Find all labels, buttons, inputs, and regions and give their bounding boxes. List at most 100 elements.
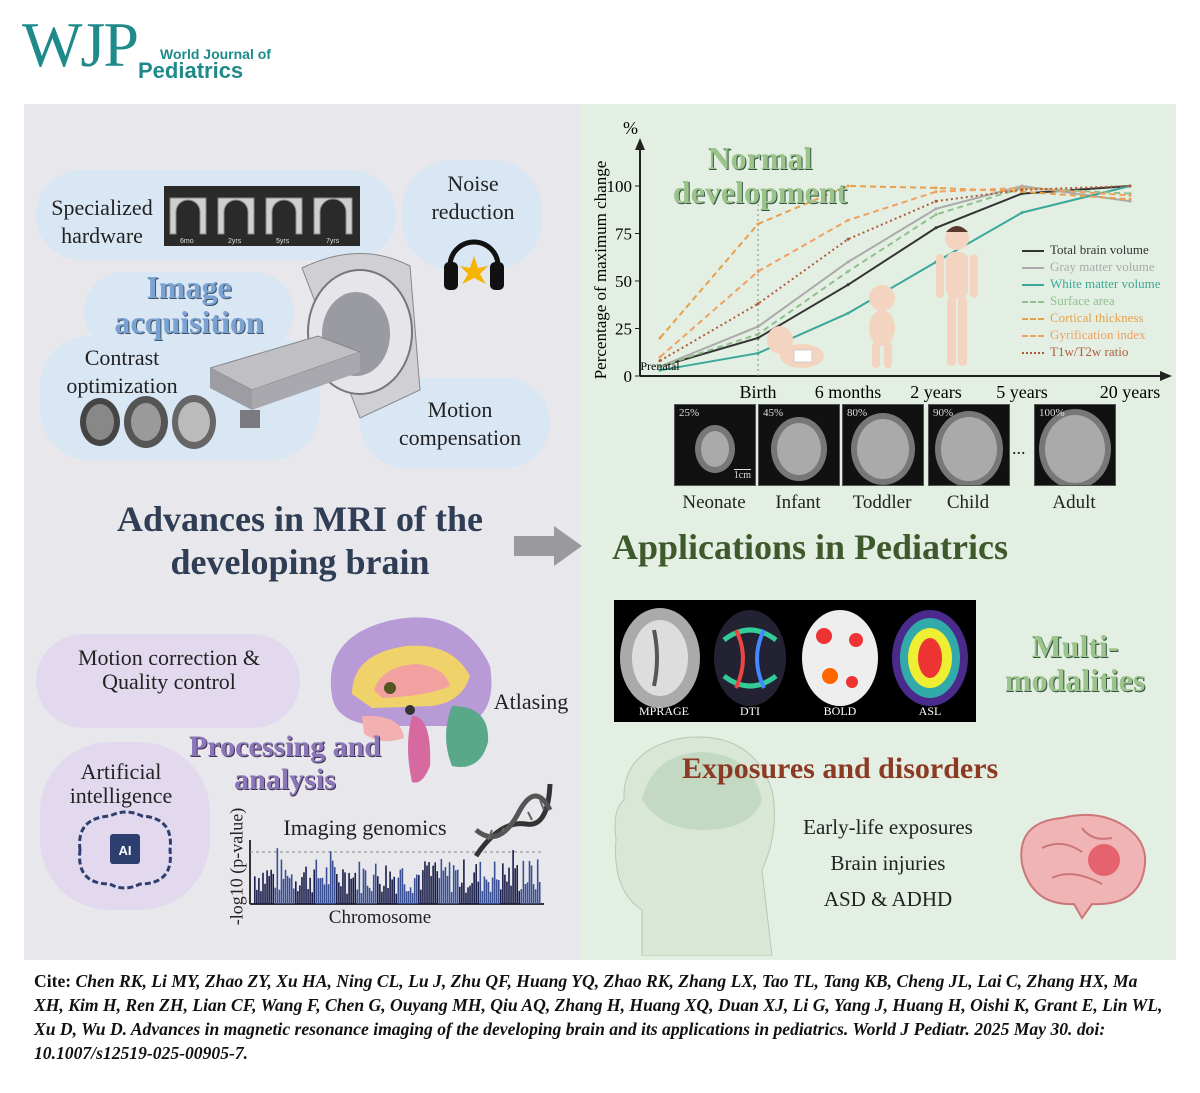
manhattan-bar — [391, 879, 393, 904]
manhattan-bar — [481, 890, 484, 904]
series-point — [934, 186, 938, 190]
manhattan-bar — [301, 877, 303, 904]
manhattan-bar — [295, 881, 297, 904]
stage-mri-image: 90% — [928, 404, 1010, 487]
manhattan-bar — [270, 869, 272, 904]
coil-label-3: 5yrs — [276, 238, 290, 245]
manhattan-bar — [348, 872, 350, 904]
development-chart: Percentage of maximum change%Time 025507… — [591, 120, 1172, 402]
coil-label-4: 7yrs — [326, 238, 340, 245]
noise-reduction-label: Noise reduction — [431, 171, 515, 224]
manhattan-bar — [504, 874, 506, 904]
manhattan-bar — [467, 887, 469, 904]
series-point — [1020, 211, 1024, 215]
manhattan-bar — [413, 878, 416, 904]
contrast-optimization-label: Contrast optimization — [66, 345, 178, 398]
manhattan-bar — [440, 858, 443, 904]
manhattan-bar — [329, 851, 332, 904]
contrast-brain-images — [80, 395, 216, 449]
motion-compensation-label: Motion compensation — [398, 397, 522, 450]
modality-label: BOLD — [823, 704, 857, 718]
x-tick-label: 5 years — [996, 382, 1047, 402]
series-point — [658, 368, 662, 372]
y-tick-label: 25 — [615, 320, 632, 339]
image-acquisition-heading: Image acquisition — [114, 269, 264, 341]
journal-logo-abbr: WJP — [22, 9, 139, 80]
manhattan-bar — [352, 877, 354, 904]
manhattan-bar — [336, 874, 338, 904]
manhattan-bar — [491, 877, 494, 904]
stage-mri-image: 100% — [1034, 404, 1116, 489]
manhattan-bar — [485, 879, 488, 904]
legend-item: T1w/T2w ratio — [1022, 344, 1192, 360]
series-point — [658, 365, 662, 368]
applications-heading: Applications in Pediatrics — [612, 527, 1009, 567]
series-point — [1128, 184, 1132, 188]
manhattan-bar — [342, 869, 344, 904]
y-axis-unit: % — [623, 120, 638, 138]
manhattan-bar — [385, 865, 387, 904]
manhattan-bar — [280, 859, 283, 904]
manhattan-bar — [358, 861, 361, 904]
manhattan-bar — [305, 866, 307, 904]
manhattan-bar — [282, 878, 285, 904]
manhattan-bar — [438, 878, 441, 904]
manhattan-bar — [471, 883, 473, 904]
multi-modalities-heading: Multi-modalities — [1004, 628, 1146, 698]
manhattan-bar — [360, 893, 363, 904]
child-figure — [936, 226, 978, 366]
imaging-genomics-label: Imaging genomics — [283, 815, 447, 840]
manhattan-bar — [258, 878, 260, 904]
manhattan-bar — [346, 893, 348, 904]
manhattan-bar — [284, 869, 287, 904]
disorder-item: Early-life exposures — [803, 815, 973, 839]
manhattan-bar — [424, 861, 426, 904]
legend-swatch — [1022, 267, 1044, 269]
stage-label: Adult — [1052, 492, 1096, 513]
manhattan-bar — [477, 881, 480, 904]
manhattan-bar — [397, 877, 400, 904]
manhattan-bar — [333, 867, 336, 904]
legend-label: White matter volume — [1050, 276, 1161, 291]
series-point — [846, 283, 850, 287]
x-tick-label: Birth — [739, 382, 776, 402]
series-point — [934, 226, 938, 230]
manhattan-bar — [489, 891, 492, 904]
manhattan-bar — [292, 888, 295, 904]
series-point — [756, 336, 760, 340]
manhattan-bar — [350, 878, 352, 904]
manhattan-bar — [256, 889, 258, 904]
series-point — [934, 207, 938, 211]
manhattan-bar — [522, 860, 525, 904]
manhattan-bar — [366, 885, 369, 904]
stage-mri-image: 45% — [758, 404, 840, 486]
series-point — [934, 199, 938, 203]
manhattan-bar — [331, 860, 334, 904]
manhattan-bar — [374, 863, 377, 904]
y-tick-label: 75 — [615, 225, 632, 244]
series-line — [659, 186, 1131, 358]
toddler-figure — [869, 285, 895, 368]
manhattan-bar — [420, 889, 422, 904]
series-point — [658, 355, 662, 359]
manhattan-bar — [379, 883, 381, 904]
manhattan-bar — [454, 870, 457, 904]
journal-logo-line1: World Journal of — [160, 46, 271, 62]
manhattan-bar — [448, 862, 451, 904]
manhattan-bar — [288, 877, 291, 904]
manhattan-bar — [262, 872, 264, 904]
series-line — [659, 184, 1131, 339]
arrow-right-icon — [514, 526, 582, 566]
manhattan-bar — [387, 888, 389, 904]
manhattan-bar — [536, 859, 539, 904]
manhattan-bar — [303, 872, 305, 904]
manhattan-bar — [534, 889, 537, 904]
manhattan-bar — [264, 883, 266, 904]
manhattan-bar — [514, 868, 516, 904]
manhattan-bar — [415, 874, 418, 904]
manhattan-bar — [538, 881, 541, 904]
coil-label-2: 2yrs — [228, 238, 242, 245]
manhattan-bar — [465, 892, 467, 904]
modalities-strip — [614, 600, 976, 722]
